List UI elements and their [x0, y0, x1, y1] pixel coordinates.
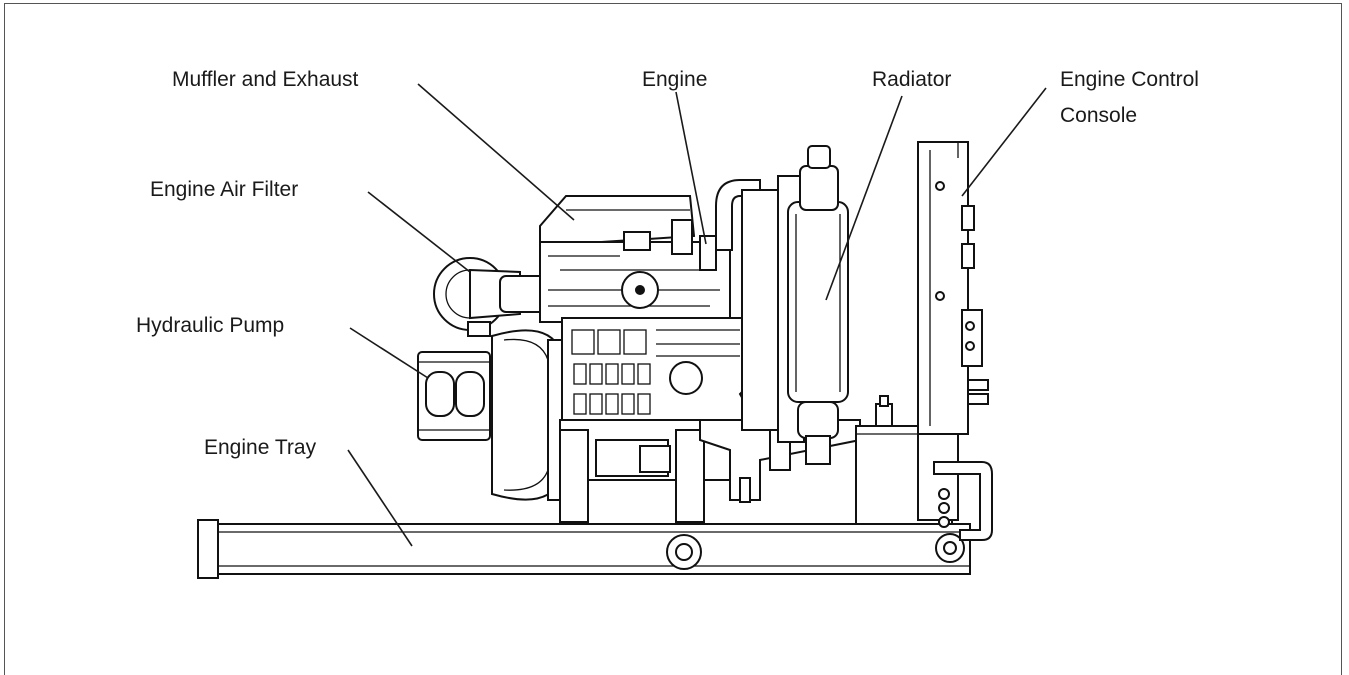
figure-frame	[4, 3, 1342, 675]
leader-muffler	[417, 83, 575, 221]
leader-engine	[675, 91, 707, 245]
leader-radiator	[825, 95, 903, 301]
radiator-drawing	[741, 145, 849, 465]
label-tray: Engine Tray	[204, 436, 317, 459]
leader-tray	[347, 449, 413, 547]
engine-drawing	[539, 179, 861, 523]
leader-console	[961, 87, 1047, 197]
label-radiator: Radiator	[872, 68, 951, 91]
leader-air-filter	[367, 191, 471, 273]
hydraulic-tank-drawing	[855, 395, 993, 541]
air-filter-drawing	[433, 257, 561, 337]
leader-pump	[349, 327, 429, 379]
hydraulic-pump-drawing	[417, 329, 563, 501]
label-console-line1: Engine Control	[1060, 68, 1199, 91]
control-console-drawing	[917, 141, 989, 435]
label-pump: Hydraulic Pump	[136, 314, 284, 337]
label-engine: Engine	[642, 68, 707, 91]
engine-tray-drawing	[197, 519, 971, 579]
label-muffler: Muffler and Exhaust	[172, 68, 359, 91]
label-air-filter: Engine Air Filter	[150, 178, 298, 201]
label-console-line2: Console	[1060, 104, 1137, 127]
leader-lines	[347, 83, 1047, 547]
